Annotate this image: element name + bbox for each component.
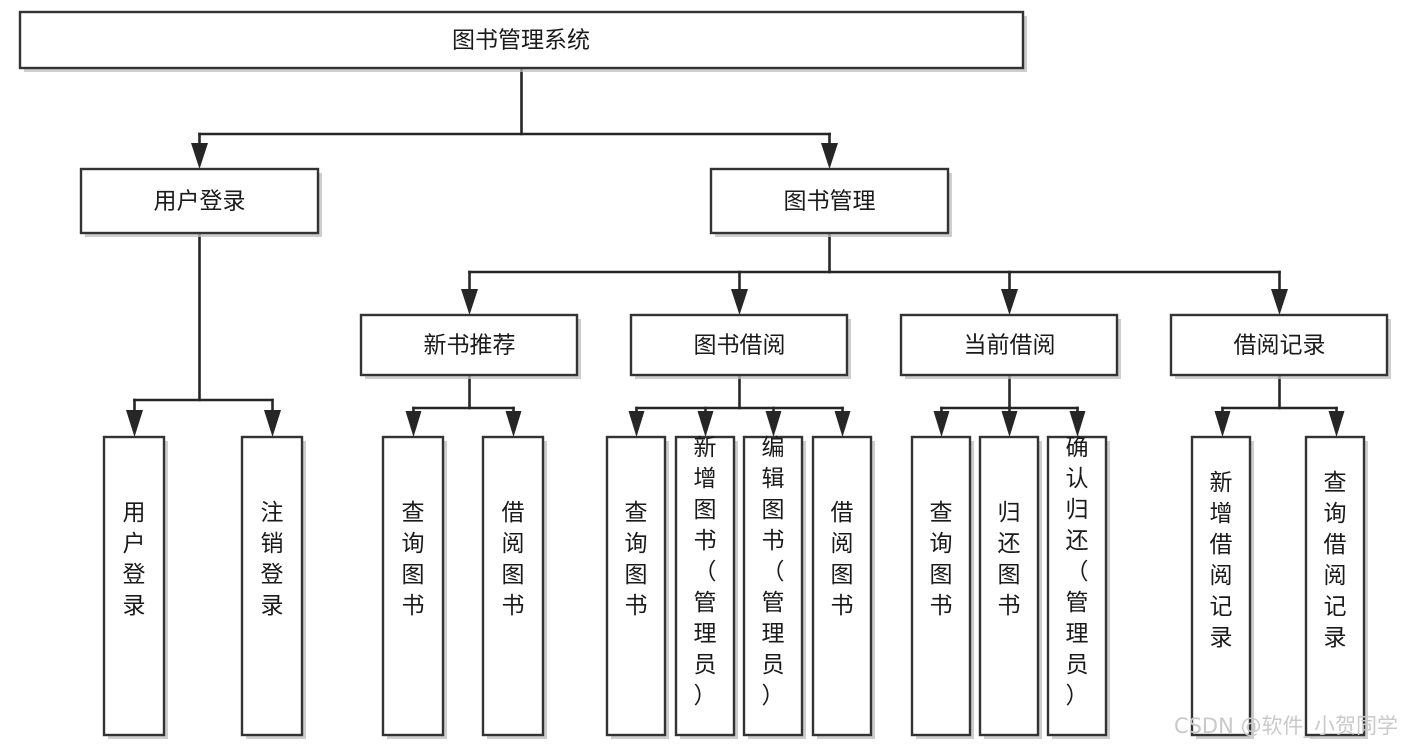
leaf-query-book-2-box[interactable] xyxy=(605,435,667,737)
arrow-bm-c2 xyxy=(731,289,748,315)
arrow-bm-c3 xyxy=(1001,289,1018,315)
node-new-book-recommend[interactable]: 新书推荐 xyxy=(359,313,581,379)
arrow-cb-l3 xyxy=(1069,411,1086,437)
root-label: 图书管理系统 xyxy=(452,28,590,54)
leaf-add-book-label: 新增图书（管理员） xyxy=(694,435,717,709)
leaf-confirm-return-box[interactable] xyxy=(1046,435,1108,737)
watermark-label: CSDN @软件_小贺同学 xyxy=(1174,714,1398,739)
leaf-edit-book-box[interactable] xyxy=(742,435,804,737)
leaf-borrow-book-2-label: 借阅图书 xyxy=(831,500,854,619)
node-leaf-user-login[interactable]: 用户登录 xyxy=(102,435,168,739)
node-leaf-add-book[interactable]: 新增图书（管理员） xyxy=(674,435,738,739)
node-leaf-query-record[interactable]: 查询借阅记录 xyxy=(1304,435,1368,739)
leaf-confirm-return-label: 确认归还（管理员） xyxy=(1066,435,1089,709)
node-leaf-confirm-return[interactable]: 确认归还（管理员） xyxy=(1046,435,1110,739)
arrow-root-to-book-management xyxy=(821,143,838,169)
arrow-nbr-l1 xyxy=(405,411,422,437)
leaf-logout-login-box[interactable] xyxy=(240,435,304,737)
book-management-label: 图书管理 xyxy=(784,189,876,215)
leaf-logout-login-label: 注销登录 xyxy=(261,500,284,619)
user-login-box[interactable] xyxy=(79,167,320,235)
node-leaf-logout-login[interactable]: 注销登录 xyxy=(240,435,306,739)
arrow-nbr-l2 xyxy=(505,411,522,437)
arrow-bb-l3 xyxy=(765,411,782,437)
node-leaf-return-book[interactable]: 归还图书 xyxy=(978,435,1042,739)
arrow-bb-l2 xyxy=(697,411,714,437)
leaf-borrow-book-2-box[interactable] xyxy=(811,435,873,737)
book-borrow-label: 图书借阅 xyxy=(694,333,786,359)
node-book-management[interactable]: 图书管理 xyxy=(709,167,952,237)
leaf-query-book-3-label: 查询图书 xyxy=(930,500,953,619)
book-management-box[interactable] xyxy=(709,167,950,235)
node-leaf-query-book-3[interactable]: 查询图书 xyxy=(910,435,974,739)
borrow-record-label: 借阅记录 xyxy=(1234,333,1326,359)
leaf-query-book-3-box[interactable] xyxy=(910,435,972,737)
node-leaf-query-book-2[interactable]: 查询图书 xyxy=(605,435,669,739)
leaf-edit-book-label: 编辑图书（管理员） xyxy=(762,435,785,709)
node-user-login[interactable]: 用户登录 xyxy=(79,167,322,237)
node-book-borrow[interactable]: 图书借阅 xyxy=(629,313,851,379)
root-box[interactable] xyxy=(18,10,1025,70)
book-borrow-box[interactable] xyxy=(629,313,849,377)
leaf-add-record-box[interactable] xyxy=(1190,435,1252,737)
leaf-query-book-1-label: 查询图书 xyxy=(402,500,425,619)
arrow-bb-l4 xyxy=(834,411,851,437)
leaf-query-record-box[interactable] xyxy=(1304,435,1366,737)
node-borrow-record[interactable]: 借阅记录 xyxy=(1169,313,1391,379)
leaf-borrow-book-1-box[interactable] xyxy=(481,435,545,737)
arrow-ul-leaf1 xyxy=(126,410,143,437)
leaf-query-book-2-label: 查询图书 xyxy=(625,500,648,619)
current-borrow-box[interactable] xyxy=(899,313,1119,377)
node-current-borrow[interactable]: 当前借阅 xyxy=(899,313,1121,379)
current-borrow-label: 当前借阅 xyxy=(964,333,1056,359)
arrow-br-l2 xyxy=(1328,411,1345,437)
leaf-add-book-box[interactable] xyxy=(674,435,736,737)
leaf-add-record-label: 新增借阅记录 xyxy=(1210,470,1233,651)
node-leaf-query-book-1[interactable]: 查询图书 xyxy=(381,435,447,739)
node-leaf-add-record[interactable]: 新增借阅记录 xyxy=(1190,435,1254,739)
node-leaf-borrow-book-1[interactable]: 借阅图书 xyxy=(481,435,547,739)
leaf-query-book-1-box[interactable] xyxy=(381,435,445,737)
node-root[interactable]: 图书管理系统 xyxy=(18,10,1027,72)
leaf-user-login-box[interactable] xyxy=(102,435,166,737)
edge-layer xyxy=(126,66,1345,437)
leaf-return-book-box[interactable] xyxy=(978,435,1040,737)
arrow-cb-l1 xyxy=(933,411,950,437)
arrow-cb-l2 xyxy=(1001,411,1018,437)
leaf-query-record-label: 查询借阅记录 xyxy=(1324,470,1347,651)
new-book-recommend-label: 新书推荐 xyxy=(424,333,516,359)
arrow-root-to-user-login xyxy=(191,143,208,169)
user-login-label: 用户登录 xyxy=(154,189,246,215)
arrow-bm-c1 xyxy=(461,289,478,315)
leaf-borrow-book-1-label: 借阅图书 xyxy=(502,500,525,619)
leaf-user-login-label: 用户登录 xyxy=(123,500,146,619)
arrow-bm-c4 xyxy=(1271,289,1288,315)
node-leaf-borrow-book-2[interactable]: 借阅图书 xyxy=(811,435,875,739)
arrow-ul-leaf2 xyxy=(264,410,281,437)
node-leaf-edit-book[interactable]: 编辑图书（管理员） xyxy=(742,435,806,739)
new-book-recommend-box[interactable] xyxy=(359,313,579,377)
arrow-br-l1 xyxy=(1214,411,1231,437)
arrow-bb-l1 xyxy=(628,411,645,437)
borrow-record-box[interactable] xyxy=(1169,313,1389,377)
leaf-return-book-label: 归还图书 xyxy=(998,500,1021,619)
